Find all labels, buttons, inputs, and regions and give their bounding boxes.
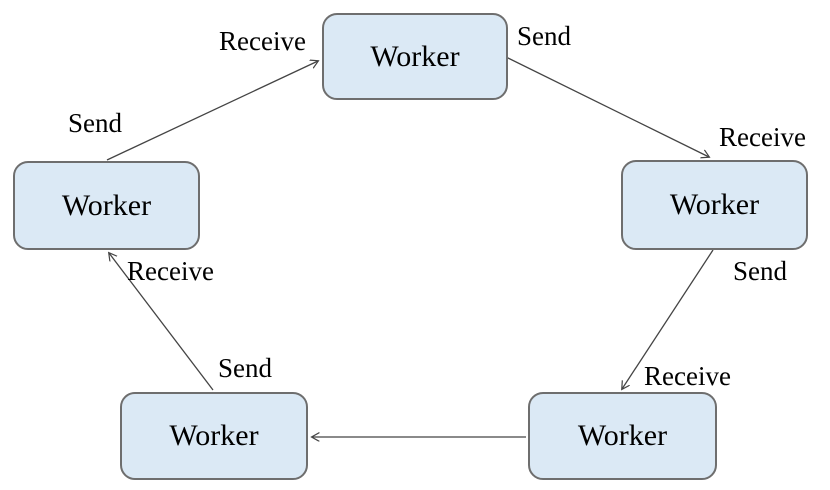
worker-node-top: Worker: [322, 13, 508, 100]
worker-node-left: Worker: [13, 161, 200, 250]
worker-node-label: Worker: [669, 188, 760, 221]
worker-node-label: Worker: [577, 419, 668, 452]
edge-label-send-left-to-top: Send: [68, 108, 122, 138]
arrow-left-to-top: [106, 61, 318, 161]
edge-label-receive-bottom-left-to-left: Receive: [127, 256, 214, 286]
worker-node-label: Worker: [169, 419, 259, 452]
edge-label-send-bottom-left-to-left: Send: [218, 353, 272, 383]
worker-node-bottom-right: Worker: [528, 392, 717, 480]
edge-label-receive-left-to-top: Receive: [219, 26, 306, 56]
edge-label-send-right-to-bottom-right: Send: [733, 256, 787, 286]
edge-label-send-top-to-right: Send: [517, 21, 571, 51]
worker-node-label: Worker: [370, 39, 460, 73]
worker-node-label: Worker: [61, 188, 152, 222]
edge-label-receive-right-to-bottom-right: Receive: [644, 361, 731, 391]
worker-node-bottom-left: Worker: [120, 392, 308, 480]
edge-label-receive-top-to-right: Receive: [719, 122, 806, 152]
worker-node-right: Worker: [621, 160, 808, 250]
arrow-top-to-right: [505, 56, 709, 157]
